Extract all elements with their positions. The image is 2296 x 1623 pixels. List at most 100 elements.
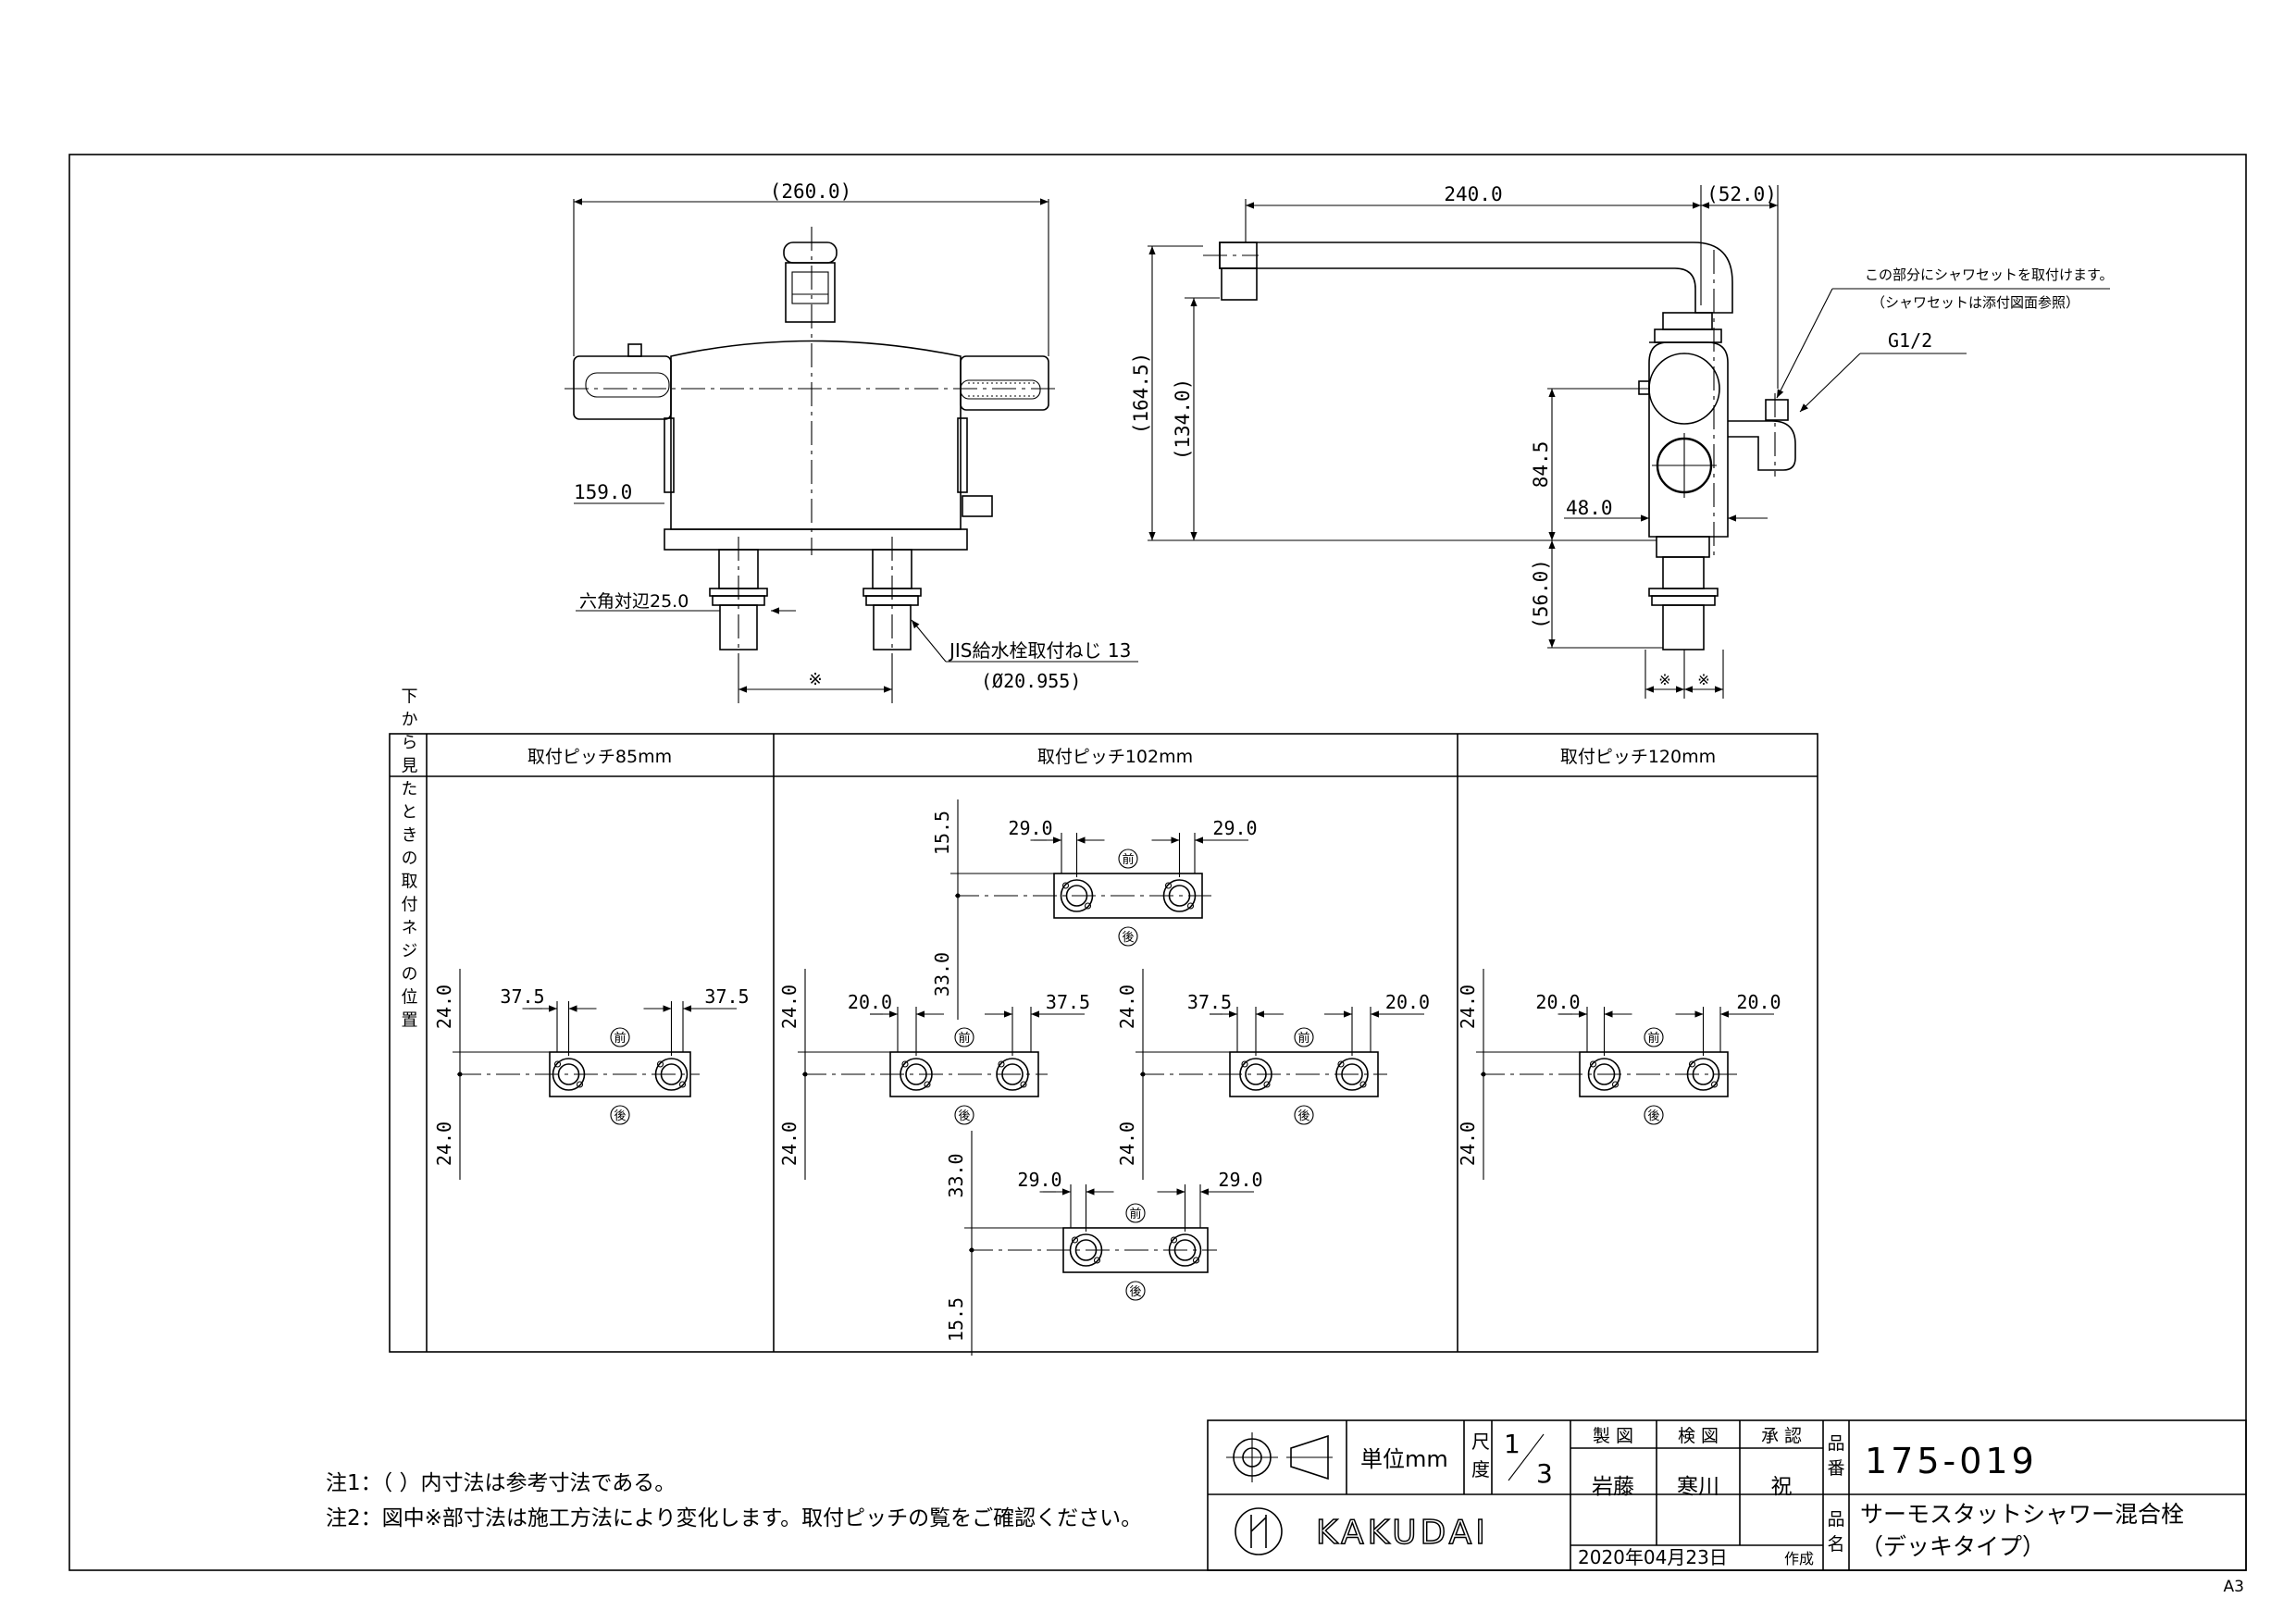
title-block: 単位mm 尺 度 1 3 製 図 検 図 承 認 岩藤 寒川 祝 品 番 175… <box>1207 1419 2247 1571</box>
pitch102-right-dim-left: 37.5 <box>1187 991 1232 1013</box>
pitch120-front-badge: 前 <box>1647 1031 1659 1046</box>
pitch85-dim-bottom: 24.0 <box>433 1121 455 1166</box>
pitch120-dim-right: 20.0 <box>1736 991 1781 1013</box>
pitch102-bottom-dim-right: 29.0 <box>1218 1169 1262 1191</box>
pitch120-dim-top: 24.0 <box>1457 985 1479 1029</box>
product-name-2: （デッキタイプ） <box>1860 1533 2045 1560</box>
pitch-mark: ※ <box>808 670 822 689</box>
pitch85-back-badge: 後 <box>614 1109 626 1123</box>
dim-overall-width: (260.0) <box>770 180 852 203</box>
pitch102-bottom-dim-top: 33.0 <box>945 1153 967 1197</box>
pitch102-bottom-fitting-left <box>1069 1233 1103 1267</box>
pitch-table: 取付ピッチ85mm 取付ピッチ102mm 取付ピッチ120mm 下から見たときの… <box>389 688 1818 1356</box>
shower-note-1: この部分にシャワセットを取付けます。 <box>1865 266 2114 283</box>
dim-spout-length: 240.0 <box>1444 183 1502 205</box>
note-2: 注2：図中※部寸法は施工方法により変化します。取付ピッチの覧をご確認ください。 <box>326 1506 1142 1530</box>
pitch120-fitting-left <box>1587 1058 1621 1091</box>
thread-size: G1/2 <box>1888 329 1932 352</box>
pitch102-right-front-badge: 前 <box>1297 1031 1309 1046</box>
projection-symbol-icon <box>1226 1432 1333 1482</box>
pitch-mark-right: ※ <box>1697 671 1709 688</box>
part-number: 175-019 <box>1865 1441 2038 1481</box>
shower-note-2: （シャワセットは添付図面参照） <box>1871 294 2079 311</box>
pitch102-left-fitting-left <box>900 1058 933 1091</box>
dim-spout-height: (134.0) <box>1172 378 1194 461</box>
pitch120-dim-left: 20.0 <box>1535 991 1580 1013</box>
thread-label: JIS給水栓取付ねじ 13 <box>948 639 1131 662</box>
name-label-2: 名 <box>1827 1534 1844 1555</box>
drawing-border <box>68 154 2247 1571</box>
pitch102-top-front-badge: 前 <box>1122 852 1134 867</box>
dim-center-height: 159.0 <box>574 481 632 503</box>
pitch102-top-dim-bottom: 33.0 <box>931 952 953 997</box>
pitch85-fitting-left <box>552 1058 586 1091</box>
unit-label: 単位mm <box>1360 1446 1448 1472</box>
pitch85-front-badge: 前 <box>614 1031 626 1046</box>
pitch85-dim-top: 24.0 <box>433 985 455 1029</box>
dim-side-depth: (52.0) <box>1706 183 1777 205</box>
pitch102-left-dim-right: 37.5 <box>1046 991 1090 1013</box>
column-header-102: 取付ピッチ102mm <box>1037 747 1193 767</box>
pitch102-left-dim-bottom: 24.0 <box>778 1121 800 1166</box>
creation-suffix: 作成 <box>1784 1550 1814 1567</box>
pitch120-fitting-right <box>1686 1058 1720 1091</box>
scale-denominator: 3 <box>1536 1458 1553 1489</box>
scale-numerator: 1 <box>1504 1429 1520 1459</box>
pitch-mark-left: ※ <box>1658 671 1670 688</box>
creation-date: 2020年04月23日 <box>1578 1546 1728 1568</box>
name-label-1: 品 <box>1827 1509 1844 1530</box>
note-1: 注1：（ ）内寸法は参考寸法である。 <box>326 1471 676 1495</box>
drawn-label: 製 図 <box>1593 1426 1633 1446</box>
column-header-120: 取付ピッチ120mm <box>1560 747 1716 767</box>
pitch120-back-badge: 後 <box>1647 1109 1659 1123</box>
pitch102-bottom-dim-left: 29.0 <box>1017 1169 1061 1191</box>
pitch102-right-fitting-left <box>1239 1058 1272 1091</box>
pitch102-left-fitting-right <box>996 1058 1029 1091</box>
product-name-1: サーモスタットシャワー混合栓 <box>1860 1501 2184 1528</box>
pitch102-right-dim-top: 24.0 <box>1116 985 1138 1029</box>
row-header: 下から見たときの取付ネジの位置 <box>399 688 418 1035</box>
pitch102-right-dim-right: 20.0 <box>1385 991 1430 1013</box>
approved-label: 承 認 <box>1761 1426 1802 1446</box>
pitch102-top-fitting-right <box>1162 879 1197 912</box>
dim-body-depth: 48.0 <box>1566 497 1613 519</box>
pitch102-right-back-badge: 後 <box>1297 1109 1309 1123</box>
dim-total-height: (164.5) <box>1130 353 1152 435</box>
drawn-by: 岩藤 <box>1592 1475 1634 1499</box>
pitch102-top-dim-top: 15.5 <box>931 811 953 855</box>
column-header-85: 取付ピッチ85mm <box>527 747 672 767</box>
pitch102-left-dim-left: 20.0 <box>848 991 892 1013</box>
checked-by: 寒川 <box>1677 1475 1719 1499</box>
pitch102-bottom-fitting-right <box>1168 1233 1202 1267</box>
pitch85-dim-left: 37.5 <box>500 985 544 1008</box>
front-view: (260.0) 159.0 <box>565 180 1138 703</box>
pitch102-bottom-back-badge: 後 <box>1129 1285 1141 1299</box>
thread-diameter: (Ø20.955) <box>981 670 1081 692</box>
pitch102-top-fitting-left <box>1060 879 1094 912</box>
sheet-size: A3 <box>2224 1578 2244 1596</box>
pitch102-top-back-badge: 後 <box>1122 931 1134 945</box>
pitch102-left-dim-top: 24.0 <box>778 985 800 1029</box>
checked-label: 検 図 <box>1678 1426 1719 1446</box>
part-no-label-1: 品 <box>1827 1433 1844 1454</box>
scale-label-2: 度 <box>1471 1458 1490 1481</box>
kakudai-logo: KAKUDAI <box>1235 1507 1489 1555</box>
dim-center-height-side: 84.5 <box>1530 441 1552 489</box>
pitch102-right-dim-bottom: 24.0 <box>1116 1121 1138 1166</box>
approved-by: 祝 <box>1771 1475 1793 1499</box>
pitch102-right-fitting-right <box>1335 1058 1369 1091</box>
pitch102-left-back-badge: 後 <box>958 1109 970 1123</box>
dim-base-height: (56.0) <box>1530 559 1552 629</box>
pitch85-dim-right: 37.5 <box>704 985 749 1008</box>
pitch102-bottom-dim-bottom: 15.5 <box>945 1297 967 1342</box>
pitch102-left-front-badge: 前 <box>958 1031 970 1046</box>
part-no-label-2: 番 <box>1827 1458 1844 1479</box>
pitch102-bottom-front-badge: 前 <box>1129 1207 1141 1221</box>
side-view: 240.0 (52.0) (164.5) (134.0) <box>1130 183 2114 699</box>
pitch120-dim-bottom: 24.0 <box>1457 1121 1479 1166</box>
pitch85-fitting-right <box>654 1058 689 1091</box>
pitch102-top-dim-right: 29.0 <box>1212 817 1257 839</box>
logo-text: KAKUDAI <box>1316 1514 1489 1552</box>
hex-label: 六角対辺25.0 <box>579 591 689 612</box>
